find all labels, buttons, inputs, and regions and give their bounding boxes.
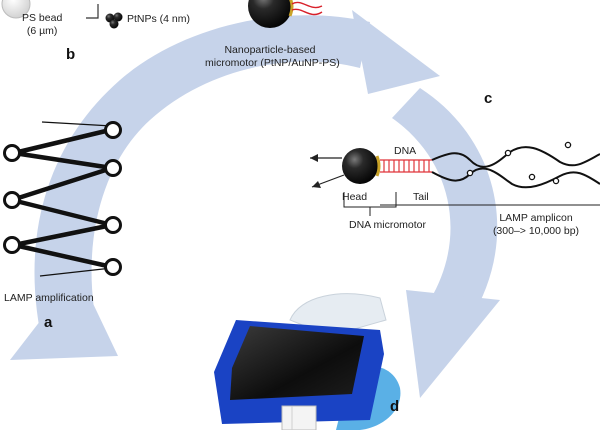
cycle-arrowhead-left <box>10 272 118 360</box>
cycle-arrow-band-right <box>392 88 498 320</box>
lamp-amplicon-label-line2: (300–> 10,000 bp) <box>492 225 580 237</box>
cycle-arrowhead-top <box>352 10 440 94</box>
tail-label: Tail <box>413 191 429 203</box>
cycle-arrow <box>10 10 500 398</box>
lamp-amplicon-label-line1: LAMP amplicon <box>499 212 573 224</box>
lens-slot-icon <box>281 405 317 430</box>
dna-micromotor-head-icon <box>342 148 378 184</box>
lamp-amplicon-label: LAMP amplicon (300–> 10,000 bp) <box>476 212 596 238</box>
ps-bead-label-line2: (6 µm) <box>26 25 58 37</box>
ptnps-label: PtNPs (4 nm) <box>127 13 191 25</box>
dna-label: DNA <box>394 145 417 157</box>
panel-c-graphics <box>310 141 600 216</box>
ps-bead-icon <box>1 0 31 19</box>
phone-screen-icon <box>230 326 364 400</box>
ps-bead-label-line1: PS bead <box>22 12 63 24</box>
panel-label-d: d <box>390 398 400 415</box>
cycle-arrowhead-bottom <box>406 290 500 398</box>
lamp-loops-graphic <box>3 121 122 277</box>
panel-label-b: b <box>66 46 76 63</box>
ps-bead-label: PS bead (6 µm) <box>22 12 62 38</box>
dna-micromotor-label: DNA micromotor <box>349 219 427 231</box>
micromotor-bead-icon <box>248 0 323 28</box>
strand-node-icons <box>466 141 572 185</box>
cycle-arrow-band-upper <box>34 15 370 351</box>
panel-b-graphics <box>1 0 323 29</box>
panel-d-graphics <box>214 293 401 430</box>
ptnps-icon <box>105 12 123 29</box>
micromotor-label: Nanoparticle-based micromotor (PtNP/AuNP… <box>205 44 340 70</box>
micromotor-label-line2: micromotor (PtNP/AuNP-PS) <box>205 57 340 69</box>
dna-ladder-icon <box>380 159 432 173</box>
panel-label-c: c <box>484 90 493 107</box>
panel-label-a: a <box>44 314 53 331</box>
lamp-amplification-label: LAMP amplification <box>4 292 94 304</box>
micromotor-label-line1: Nanoparticle-based <box>224 44 316 56</box>
head-label: Head <box>342 191 368 203</box>
bracket-line <box>86 4 99 19</box>
